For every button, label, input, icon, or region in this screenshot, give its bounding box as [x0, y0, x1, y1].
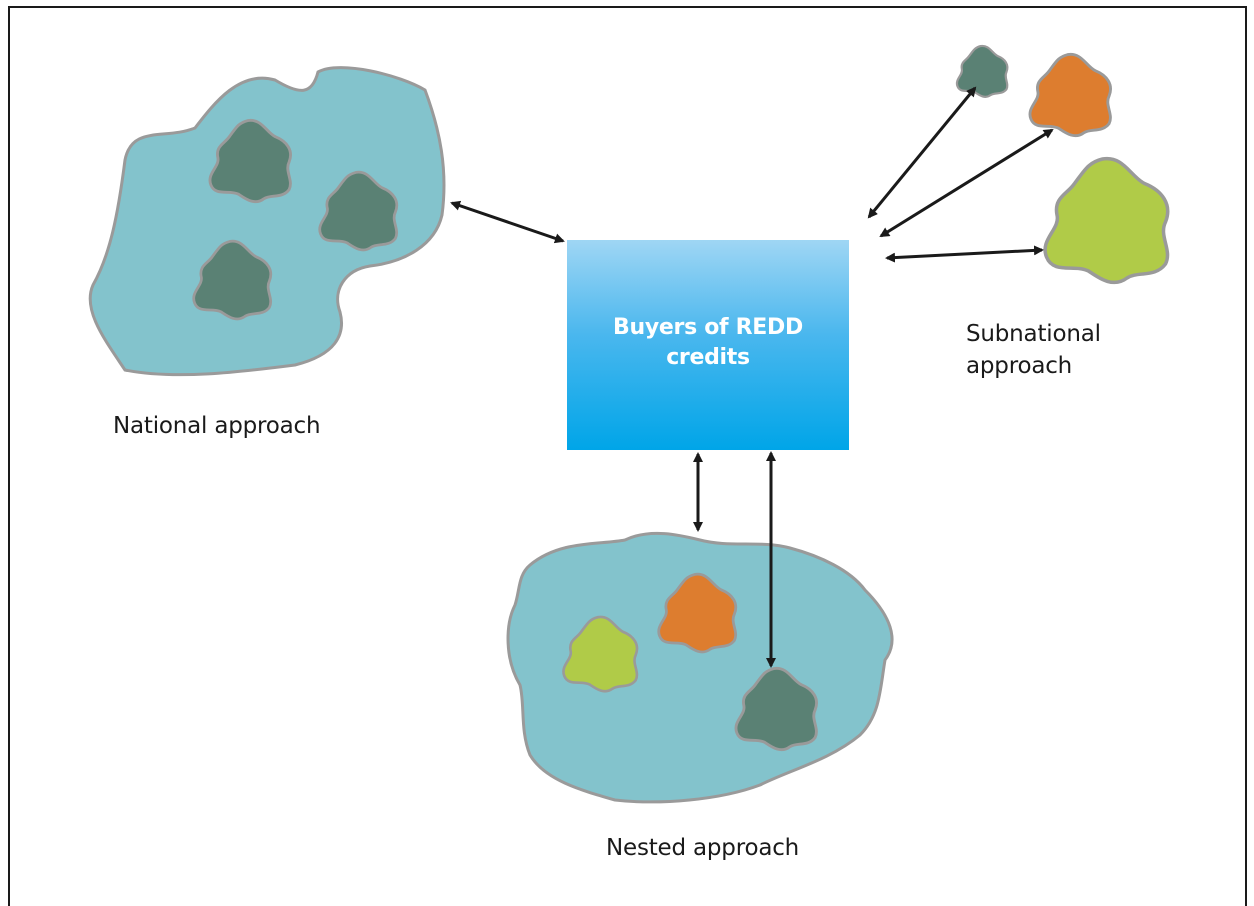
- subnational-label-line1: Subnational: [966, 321, 1101, 347]
- nested-approach-label: Nested approach: [606, 835, 800, 861]
- subnational-approach-label: Subnational approach: [966, 318, 1101, 382]
- arrow-subnational-dark: [867, 86, 977, 219]
- arrow-subnational-lime: [885, 245, 1044, 263]
- subnational-label-line2: approach: [966, 353, 1073, 379]
- national-territory: [88, 66, 446, 377]
- subnational-project-orange: [1028, 52, 1112, 138]
- buyers-label: Buyers of REDD credits: [613, 315, 803, 370]
- subnational-project-dark: [955, 44, 1009, 98]
- national-approach-label: National approach: [113, 413, 321, 439]
- subnational-project-lime: [1043, 156, 1170, 285]
- figure-frame: [8, 6, 1247, 906]
- arrow-national-buyers: [450, 200, 565, 244]
- arrow-subnational-orange: [879, 128, 1054, 238]
- buyers-box: Buyers of REDD credits: [567, 240, 849, 450]
